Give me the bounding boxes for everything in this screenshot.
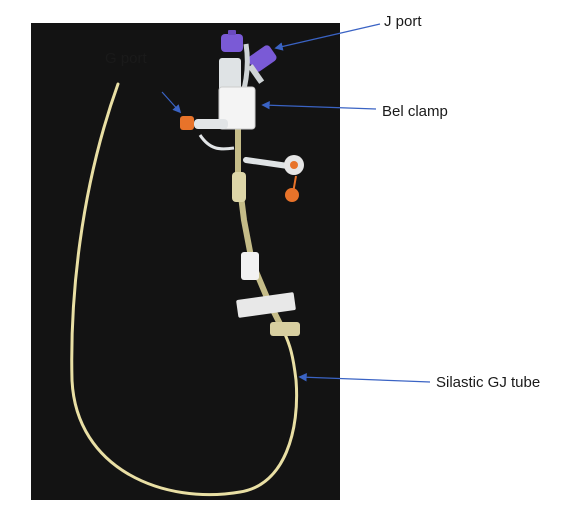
g-port-connector	[180, 116, 235, 151]
bel-clamp	[218, 86, 256, 130]
tube-connector	[232, 172, 246, 202]
side-port	[243, 155, 304, 202]
gj-tube-loop	[70, 82, 299, 497]
device-photo	[31, 23, 340, 500]
g-port-arrow	[161, 91, 182, 114]
g-port-label: G port	[105, 50, 147, 67]
slide-clamp	[241, 252, 259, 280]
gj-tube-label: Silastic GJ tube	[436, 374, 541, 391]
j-port-arrow	[274, 23, 381, 51]
bel-clamp-arrow	[261, 101, 377, 110]
bel-clamp-label: Bel clamp	[382, 103, 448, 120]
j-port-label: J port	[384, 13, 422, 30]
gj-tube-arrow	[298, 373, 431, 383]
external-bolster	[236, 292, 300, 336]
